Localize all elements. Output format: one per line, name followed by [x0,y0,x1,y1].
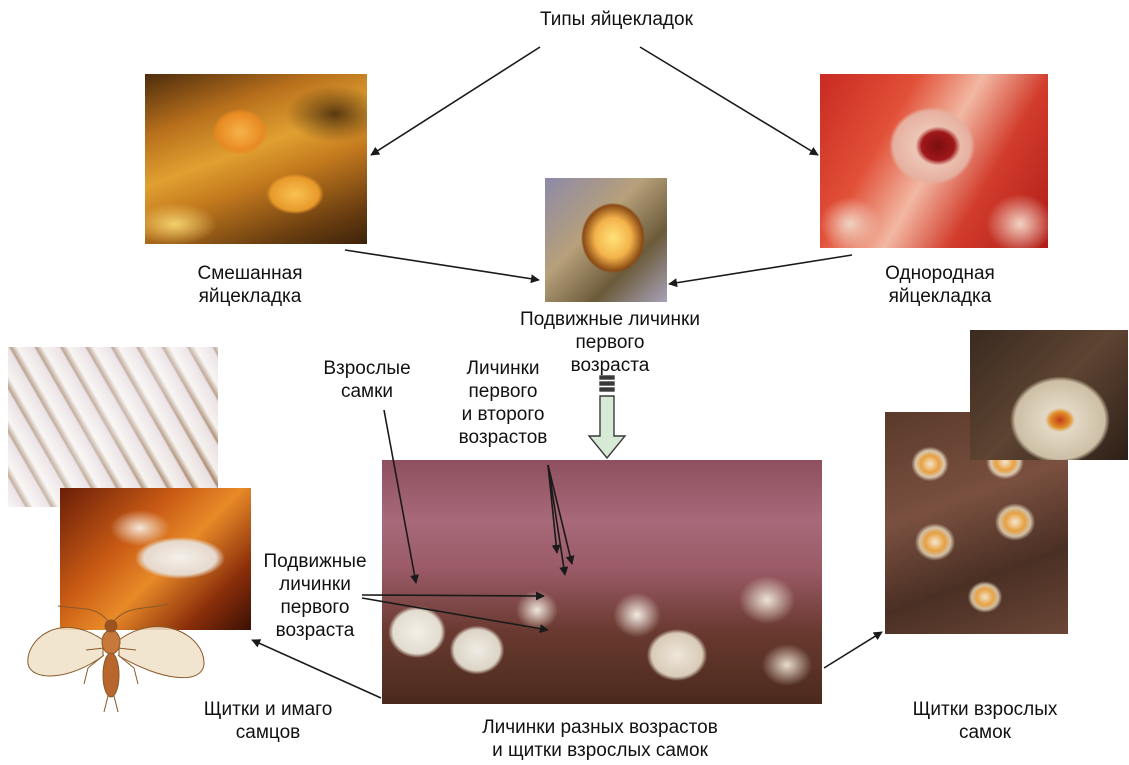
arrow-uniform-to-crawlers [669,255,852,284]
mixed-label-line-2: яйцекладка [170,285,330,308]
main-label-line-2: и щитки взрослых самок [450,739,750,762]
adult-female-scales-label: Щитки взрослых самок [895,698,1075,744]
arrow-mixed-to-crawlers [345,250,539,280]
larvae-12-line-2: первого [448,380,558,403]
arrow-title-to-uniform [640,47,818,155]
males-label: Щитки и имаго самцов [183,698,353,744]
crawlers-top-line-2: первого [500,331,720,354]
adult-females-label: Взрослые самки [312,357,422,403]
crawlers-left-label: Подвижные личинки первого возраста [250,550,380,642]
larvae-12-line-4: возрастов [448,426,558,449]
larvae-12-line-1: Личинки [448,357,558,380]
hollow-down-arrow [589,376,625,458]
crawlers-top-line-1: Подвижные личинки [500,308,720,331]
males-line-1: Щитки и имаго [183,698,353,721]
arrow-crawlers-a [362,595,544,596]
mixed-egg-mass-label: Смешанная яйцекладка [170,262,330,308]
females-line-1: Щитки взрослых [895,698,1075,721]
larvae-12-line-3: и второго [448,403,558,426]
larvae-first-second-label: Личинки первого и второго возрастов [448,357,558,449]
uniform-egg-mass-label: Однородная яйцекладка [855,262,1025,308]
crawlers-left-line-1: Подвижные [250,550,380,573]
adult-females-line-2: самки [312,380,422,403]
mixed-label-line-1: Смешанная [170,262,330,285]
arrow-crawlers-b [362,598,548,630]
male-insect-drawing [28,604,204,712]
arrow-adult-females [384,410,416,583]
main-photo-label: Личинки разных возрастов и щитки взрослы… [450,716,750,762]
arrow-main-to-females [824,632,882,668]
adult-females-line-1: Взрослые [312,357,422,380]
arrow-larvae-12-c [548,465,572,564]
males-line-2: самцов [183,721,353,744]
females-line-2: самок [895,721,1075,744]
crawlers-left-line-4: возраста [250,619,380,642]
diagram-title: Типы яйцекладок [540,8,660,31]
arrow-title-to-mixed [371,47,540,155]
arrow-main-to-males [252,640,381,698]
uniform-label-line-2: яйцекладка [855,285,1025,308]
arrow-larvae-12-b [548,465,565,575]
crawlers-left-line-2: личинки [250,573,380,596]
uniform-label-line-1: Однородная [855,262,1025,285]
main-label-line-1: Личинки разных возрастов [450,716,750,739]
crawlers-left-line-3: первого [250,596,380,619]
